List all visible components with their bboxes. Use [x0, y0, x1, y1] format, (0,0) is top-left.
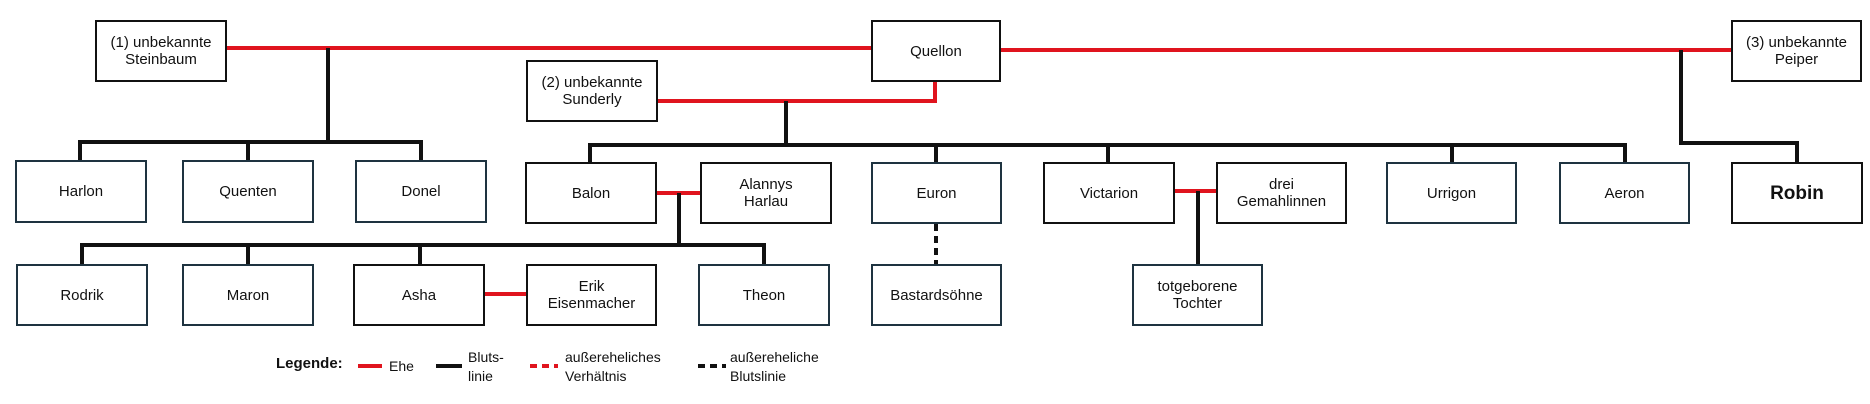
node-maron: Maron: [182, 264, 314, 326]
bloodline-peiper-robin: [1679, 50, 1799, 162]
node-steinbaum: (1) unbekannte Steinbaum: [95, 20, 227, 82]
node-asha: Asha: [353, 264, 485, 326]
node-theon: Theon: [698, 264, 830, 326]
marriage-line-sunderly-quellon: [656, 82, 937, 103]
legend-label-ausserehelich-verhaeltnis: außereheliches Verhältnis: [565, 349, 661, 384]
bloodline-balon-children: [80, 243, 766, 264]
node-victarion: Victarion: [1043, 162, 1175, 224]
node-rodrik: Rodrik: [16, 264, 148, 326]
node-balon: Balon: [525, 162, 657, 224]
legend-title: Legende:: [276, 355, 343, 372]
legend-label-ausserehelich-blutslinie: außereheliche Blutslinie: [730, 349, 819, 384]
node-quenten: Quenten: [182, 160, 314, 223]
node-quellon: Quellon: [871, 20, 1001, 82]
node-alannys: Alannys Harlau: [700, 162, 832, 224]
bloodline-steinbaum-children: [78, 140, 423, 160]
node-aeron: Aeron: [1559, 162, 1690, 224]
node-gemahlinnen: drei Gemahlinnen: [1216, 162, 1347, 224]
node-totgeboren: totgeborene Tochter: [1132, 264, 1263, 326]
node-euron: Euron: [871, 162, 1002, 224]
node-urrigon: Urrigon: [1386, 162, 1517, 224]
legend-label-blutslinie: Bluts- linie: [468, 349, 504, 384]
node-erik: Erik Eisenmacher: [526, 264, 657, 326]
node-bastards: Bastardsöhne: [871, 264, 1002, 326]
node-sunderly: (2) unbekannte Sunderly: [526, 60, 658, 122]
node-donel: Donel: [355, 160, 487, 223]
node-peiper: (3) unbekannte Peiper: [1731, 20, 1862, 82]
node-harlon: Harlon: [15, 160, 147, 223]
legend-label-ehe: Ehe: [389, 358, 414, 374]
node-robin: Robin: [1731, 162, 1863, 224]
